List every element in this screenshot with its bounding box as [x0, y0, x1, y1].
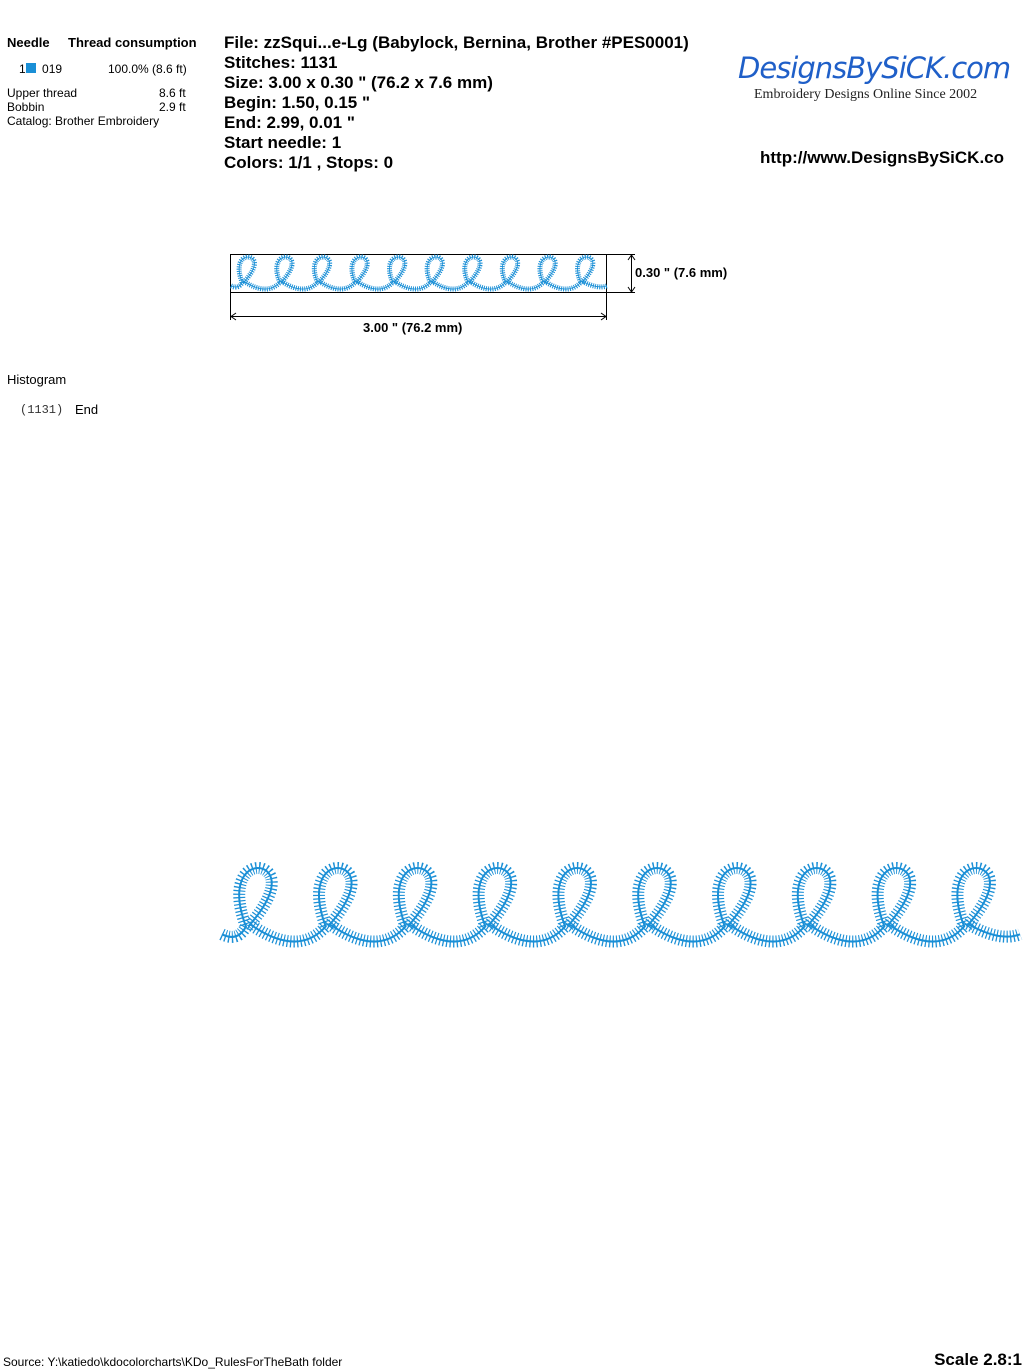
color-code: 019: [42, 62, 63, 76]
needle-header: Needle: [7, 35, 50, 50]
color-swatch: [25, 63, 36, 73]
height-dimension: 0.30 " (7.6 mm): [635, 265, 728, 280]
histogram-count: (1131): [20, 403, 64, 417]
source-path: Source: Y:\katiedo\kdocolorcharts\KDo_Ru…: [3, 1355, 343, 1369]
stitch-path: [229, 254, 608, 292]
histogram-end: End: [75, 402, 99, 417]
catalog: Catalog: Brother Embroidery: [7, 114, 160, 128]
bounding-box: [230, 254, 607, 293]
size: Size: 3.00 x 0.30 " (76.2 x 7.6 mm): [224, 73, 493, 92]
stitch-path: [230, 256, 608, 290]
end: End: 2.99, 0.01 ": [224, 113, 355, 132]
thread-consumption-header: Thread consumption: [68, 35, 197, 50]
design-info: File: zzSqui...e-Lg (Babylock, Bernina, …: [224, 33, 689, 173]
file-name: File: zzSqui...e-Lg (Babylock, Bernina, …: [224, 33, 689, 52]
begin: Begin: 1.50, 0.15 ": [224, 93, 371, 112]
needle-row: 1 019: [19, 62, 62, 76]
design-preview: [229, 254, 636, 321]
upper-thread-label: Upper thread: [7, 86, 78, 100]
start-needle: Start needle: 1: [224, 133, 342, 152]
stitch-path: [221, 866, 1021, 943]
stitch-path: [219, 861, 1023, 948]
small-embroidery: [229, 254, 608, 292]
large-embroidery: [219, 861, 1023, 948]
histogram-title: Histogram: [7, 372, 67, 387]
bobbin-value: 2.9 ft: [159, 100, 186, 114]
colors-stops: Colors: 1/1 , Stops: 0: [224, 153, 394, 172]
consumption-value: 100.0% (8.6 ft): [108, 62, 187, 76]
bobbin-label: Bobbin: [7, 100, 45, 114]
arrow-icon: [230, 312, 607, 321]
width-dimension: 3.00 " (76.2 mm): [363, 320, 463, 335]
stitches: Stitches: 1131: [224, 53, 338, 72]
upper-thread-value: 8.6 ft: [159, 86, 186, 100]
logo-text: DesignsBySiCK.com: [738, 51, 1011, 85]
needle-number: 1: [19, 62, 26, 76]
website-url[interactable]: http://www.DesignsBySiCK.co: [760, 148, 1005, 167]
scale: Scale 2.8:1: [934, 1350, 1022, 1369]
arrow-icon: [627, 254, 636, 293]
logo-tagline: Embroidery Designs Online Since 2002: [754, 87, 978, 102]
logo: DesignsBySiCK.com Embroidery Designs Onl…: [738, 50, 1024, 103]
design-large-view: [219, 861, 1023, 948]
